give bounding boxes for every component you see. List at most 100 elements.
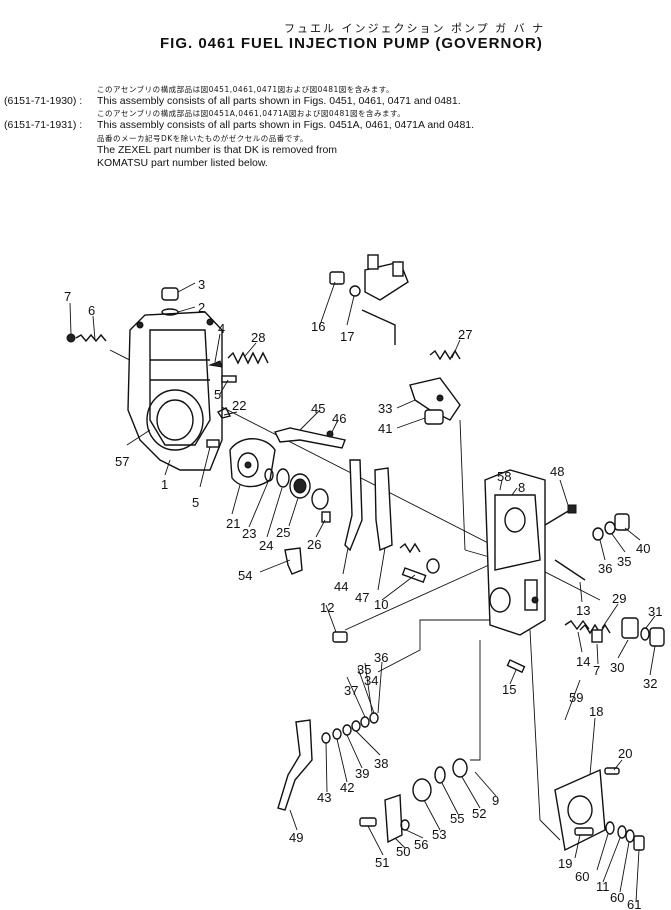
callout-48: 48 bbox=[550, 464, 564, 479]
spring-10 bbox=[399, 542, 421, 554]
callout-53: 53 bbox=[432, 827, 446, 842]
callout-18: 18 bbox=[589, 704, 603, 719]
washer-31 bbox=[640, 627, 650, 641]
cap-plug bbox=[161, 287, 179, 316]
callout-52: 52 bbox=[472, 806, 486, 821]
collar-53 bbox=[412, 778, 432, 802]
screw-51 bbox=[359, 817, 377, 827]
note-1-code: (6151-71-1930) : bbox=[4, 95, 83, 107]
flyweight-21 bbox=[229, 438, 276, 488]
nut-10 bbox=[426, 558, 440, 574]
callout-60b: 60 bbox=[610, 890, 624, 905]
callout-29: 29 bbox=[612, 591, 626, 606]
callout-43: 43 bbox=[317, 790, 331, 805]
governor-cover bbox=[484, 469, 546, 636]
callout-39: 39 bbox=[355, 766, 369, 781]
link-47 bbox=[374, 467, 393, 551]
callout-31: 31 bbox=[648, 604, 662, 619]
screw-5-lower bbox=[206, 439, 220, 448]
spring-28 bbox=[227, 351, 269, 365]
bolt-and-spring-6-7 bbox=[66, 333, 107, 343]
collar-24 bbox=[276, 468, 290, 488]
washer-60a bbox=[605, 821, 615, 835]
callout-14: 14 bbox=[576, 654, 590, 669]
callout-30: 30 bbox=[610, 660, 624, 675]
callout-22: 22 bbox=[232, 398, 246, 413]
callout-36b: 36 bbox=[598, 561, 612, 576]
callout-26: 26 bbox=[307, 537, 321, 552]
bolt-12 bbox=[332, 631, 348, 643]
callout-1: 1 bbox=[161, 477, 168, 492]
callout-15: 15 bbox=[502, 682, 516, 697]
nut-7 bbox=[591, 629, 603, 643]
callout-50: 50 bbox=[396, 844, 410, 859]
bearing-26 bbox=[311, 488, 329, 510]
sleeve-25 bbox=[289, 473, 311, 499]
governor-housing bbox=[127, 311, 223, 471]
callout-33: 33 bbox=[378, 401, 392, 416]
callout-44: 44 bbox=[334, 579, 348, 594]
callout-4: 4 bbox=[218, 321, 225, 336]
ring-55 bbox=[434, 766, 446, 784]
callout-54: 54 bbox=[238, 568, 252, 583]
callout-28: 28 bbox=[251, 330, 265, 345]
bracket-54 bbox=[284, 547, 303, 575]
fitting-16-17 bbox=[329, 271, 361, 297]
note-2-text: This assembly consists of all parts show… bbox=[97, 119, 475, 131]
note-2-japanese: このアセンブリの構成部品は図0451A,0461,0471A図および図0481図… bbox=[97, 109, 406, 118]
cap-30 bbox=[621, 617, 639, 639]
leader-lines bbox=[69, 281, 656, 903]
washer-stack bbox=[321, 712, 379, 744]
callout-58: 58 bbox=[497, 469, 511, 484]
screw-19 bbox=[574, 827, 594, 836]
washer-36 bbox=[592, 527, 604, 541]
callout-3: 3 bbox=[198, 277, 205, 292]
callout-17: 17 bbox=[340, 329, 354, 344]
footnote-japanese: 品番のメーカ記号DKを除いたものがゼクセルの品番です。 bbox=[97, 134, 308, 143]
callout-57: 57 bbox=[115, 454, 129, 469]
note-1-japanese: このアセンブリの構成部品は図0451,0461,0471図および図0481図を含… bbox=[97, 85, 394, 94]
callout-25: 25 bbox=[276, 525, 290, 540]
lever-assembly-33-41 bbox=[409, 377, 461, 425]
callout-2: 2 bbox=[198, 300, 205, 315]
footnote-line-2: KOMATSU part number listed below. bbox=[97, 157, 268, 169]
callout-21: 21 bbox=[226, 516, 240, 531]
callout-16: 16 bbox=[311, 319, 325, 334]
callout-42: 42 bbox=[340, 780, 354, 795]
callout-35b: 35 bbox=[617, 554, 631, 569]
callout-55: 55 bbox=[450, 811, 464, 826]
callout-23: 23 bbox=[242, 526, 256, 541]
fitting-52 bbox=[452, 758, 468, 778]
callout-45: 45 bbox=[311, 401, 325, 416]
callout-34: 34 bbox=[364, 673, 378, 688]
callout-51: 51 bbox=[375, 855, 389, 870]
callout-41: 41 bbox=[378, 421, 392, 436]
bolt-10 bbox=[401, 567, 427, 583]
spring-29 bbox=[579, 623, 611, 635]
washer-60b bbox=[625, 829, 635, 843]
spring-27 bbox=[429, 349, 461, 361]
callout-12: 12 bbox=[320, 600, 334, 615]
nut-61 bbox=[633, 835, 645, 851]
callout-37: 37 bbox=[344, 683, 358, 698]
bolt-46 bbox=[326, 430, 334, 438]
callout-60: 60 bbox=[575, 869, 589, 884]
plate-50 bbox=[384, 794, 403, 844]
lever-45 bbox=[273, 427, 346, 449]
callout-32: 32 bbox=[643, 676, 657, 691]
washer-35 bbox=[604, 521, 616, 535]
figure-title: FIG. 0461 FUEL INJECTION PUMP (GOVERNOR) bbox=[160, 35, 543, 52]
screw-5-upper bbox=[221, 375, 237, 383]
callout-49: 49 bbox=[289, 830, 303, 845]
lever-49 bbox=[277, 719, 313, 811]
callout-7b: 7 bbox=[593, 663, 600, 678]
callout-9: 9 bbox=[492, 793, 499, 808]
title-japanese: フュエル インジェクション ポンプ ガ バ ナ bbox=[284, 22, 546, 35]
screw-4 bbox=[208, 360, 223, 368]
screw-15 bbox=[506, 659, 526, 674]
callout-35: 35 bbox=[357, 662, 371, 677]
callout-46: 46 bbox=[332, 411, 346, 426]
callout-6: 6 bbox=[88, 303, 95, 318]
callout-labels: 1 2 3 4 5 5 6 7 7 8 9 10 11 12 13 14 15 … bbox=[64, 277, 662, 910]
